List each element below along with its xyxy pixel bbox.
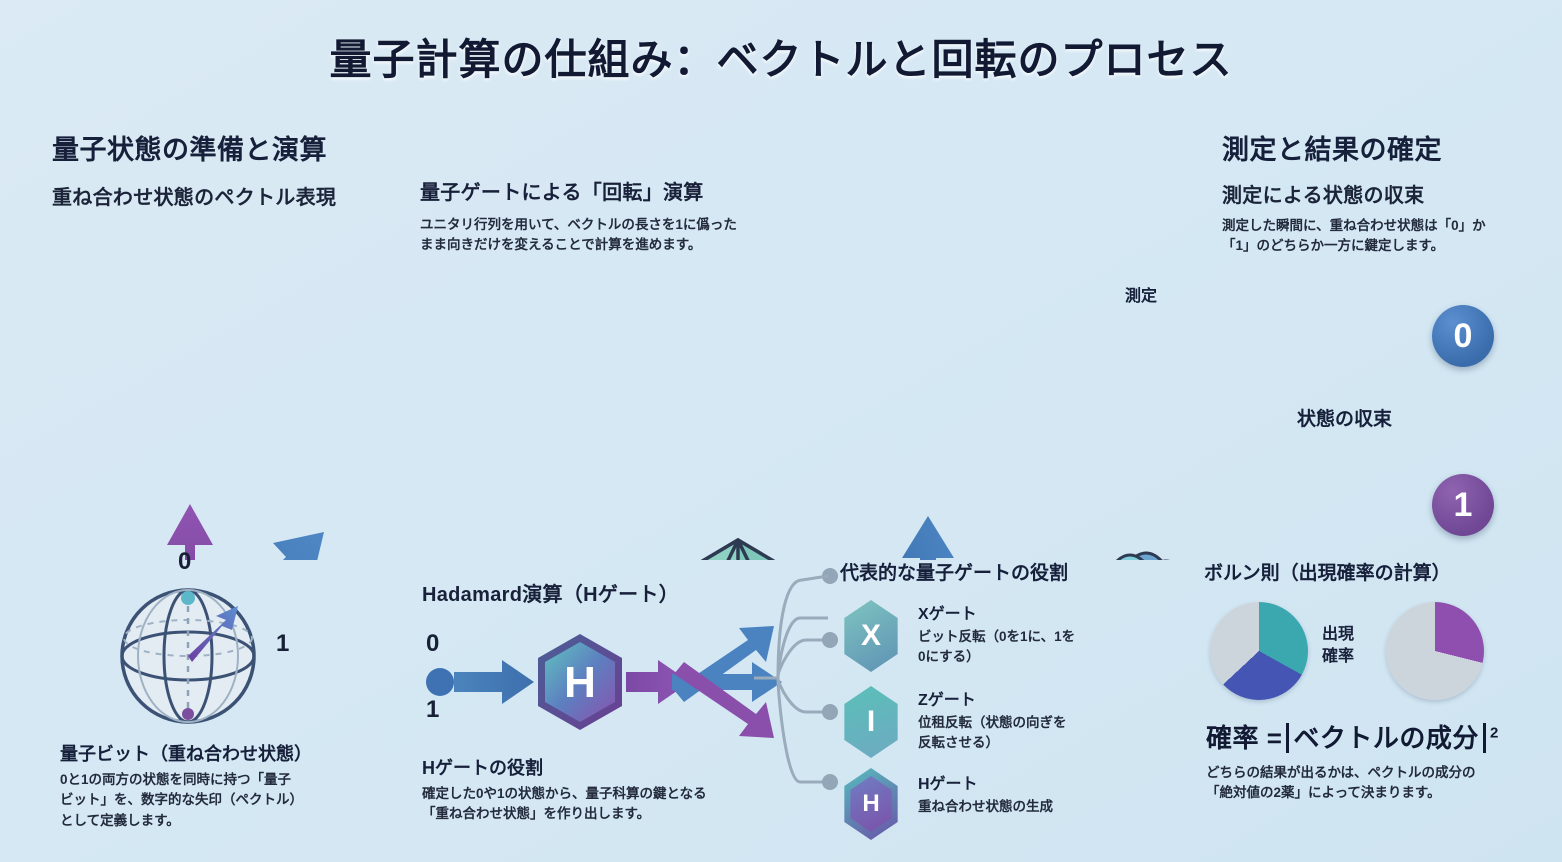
z-gate-name: Zゲート [918, 692, 976, 709]
center-section-body-line1: ユニタリ行列を用いて、ベクトルの長さを1に僞った [420, 217, 737, 232]
x-gate-desc-line1: ビット反転（0を1に、1を [918, 629, 1076, 644]
born-body-line2: 「絶対値の2薬」によって決まります。 [1206, 785, 1441, 801]
z-gate-desc-line1: 位租反転（状態の向ぎを [918, 715, 1067, 730]
qubit-card-heading: 量子ビット（重ね合わせ状態） [60, 744, 312, 764]
born-rule-formula: 確率 = ベクトルの成分 2 [1206, 718, 1499, 755]
z-gate-hex-icon: I [844, 686, 898, 758]
branch-arrow-up [902, 516, 954, 560]
hadamard-role-line2: 「重ね合わせ状態」を作り出します。 [422, 806, 651, 822]
h-gate-desc-line1: 重ね合わせ状態の生成 [918, 799, 1053, 814]
state-collapse-label: 状態の収束 [1297, 409, 1393, 430]
center-section-header: 量子ゲートによる「回転」演算 ユニタリ行列を用いて、ベクトルの長さを1に僞った … [420, 176, 737, 256]
formula-bar-right [1482, 723, 1486, 753]
h-gate-name: Hゲート [918, 776, 978, 793]
left-section-header: 量子状態の準備と演算 重ね合わせ状態のペクトル表現 [52, 128, 336, 210]
sphere-right-label: 1 [276, 630, 290, 657]
center-section-heading: 量子ゲートによる「回転」演算 [420, 182, 704, 204]
h-gate-hex-outer: H [844, 768, 898, 840]
qubit-body-line1: 0と1の両方の状態を同時に持つ「量子 [60, 772, 292, 787]
state-vector-up-arrow [167, 504, 213, 560]
gate-roles-heading: 代表的な量子ゲートの役割 [840, 563, 1069, 584]
left-section-subheading: 重ね合わせ状態のペクトル表現 [52, 187, 337, 209]
h-gate-hex-icon: H [850, 776, 892, 832]
hadamard-heading: Hadamard演算（Hゲート） [422, 584, 680, 606]
main-flow-diagram [167, 504, 1170, 560]
formula-exponent: 2 [1489, 724, 1499, 742]
left-section-heading: 量子状態の準備と演算 [52, 135, 327, 165]
hadamard-role-heading: Hゲートの役割 [422, 758, 543, 778]
gate-roles-connector [754, 568, 838, 790]
right-section-header: 測定と結果の確定 測定による状態の収束 測定した瞬間に、重ね合わせ状態は「0」か… [1222, 128, 1486, 257]
hadamard-role-body: 確定した0や1の状態から、量子科算の鍵となる 「重ね合わせ状態」を作り出します。 [422, 784, 782, 825]
x-gate-symbol: X [860, 619, 881, 652]
formula-bar-left [1286, 723, 1290, 753]
hadamard-flow-diagram: H [426, 626, 782, 738]
outcome-zero-badge: 0 [1432, 305, 1494, 367]
page-title: 量子計算の仕組み：ベクトルと回転のプロセス [329, 36, 1233, 83]
pie-label-line1: 出現 [1322, 626, 1355, 643]
x-gate-desc-line2: 0にする） [918, 649, 980, 665]
right-section-subheading: 測定による状態の収束 [1222, 185, 1425, 207]
right-section-body-line2: 「1」のどちらか一方に鍵定します。 [1222, 238, 1445, 254]
formula-inner: ベクトルの成分 [1293, 723, 1479, 753]
pie-center-label: 出現 確率 [1322, 624, 1354, 667]
hadamard-input-top-label: 0 [426, 630, 440, 657]
qubit-body-line2: ビット」を、数字的な失印（ペクトル） [60, 792, 303, 808]
x-gate-hex-icon: X [844, 600, 898, 672]
pie-label-line2: 確率 [1322, 647, 1355, 665]
qubit-card-body: 0と1の両方の状態を同時に持つ「量子 ビット」を、数字的な失印（ペクトル） とし… [60, 770, 360, 831]
born-rule-body: どちらの結果が出るかは、ペクトルの成分の 「絶対値の2薬」によって決まります。 [1206, 763, 1536, 804]
x-gate-name: Xゲート [918, 606, 977, 623]
bloch-sphere-icon [120, 588, 256, 724]
pie-chart-right [1386, 602, 1484, 700]
born-body-line1: どちらの結果が出るかは、ペクトルの成分の [1206, 765, 1476, 780]
gate-role-item-z: I Zゲート 位租反転（状態の向ぎを 反転させる） [840, 686, 1120, 762]
measurement-funnel-icon [1115, 551, 1170, 560]
formula-lhs: 確率 = [1206, 723, 1283, 753]
sphere-top-label: 0 [178, 548, 192, 575]
born-rule-panel: ボルン則（出現確率の計算） 出現 確率 確率 = ベクトルの成分 2 どちらの結果が… [1200, 558, 1530, 800]
h-gate-symbol: H [862, 790, 880, 817]
qubit-body-line3: として定義します。 [60, 812, 180, 828]
pie-chart-left [1210, 602, 1308, 700]
hadamard-gate-letter: H [564, 658, 596, 707]
z-gate-desc-line2: 反転させる） [918, 735, 999, 751]
z-gate-symbol: I [866, 705, 876, 738]
right-section-body-line1: 測定した瞬間に、重ね合わせ状態は「0」か [1222, 218, 1486, 233]
gate-role-item-h: H Hゲート 重ね合わせ状態の生成 [840, 768, 1120, 844]
born-rule-heading: ボルン則（出現確率の計算） [1204, 563, 1451, 584]
hadamard-input-bottom-label: 1 [426, 696, 440, 723]
quantum-state-crystal-icon [700, 538, 776, 560]
measurement-label: 測定 [1125, 288, 1158, 305]
center-section-body-line2: まま向きだけを変えることで計算を進めます。 [420, 237, 702, 253]
outcome-one-badge: 1 [1432, 474, 1494, 536]
gate-roles-panel: 代表的な量子ゲートの役割 X Xゲート ビット反転（0を1に、1を 0にする） … [840, 558, 1120, 840]
right-section-heading: 測定と結果の確定 [1222, 135, 1442, 165]
hadamard-role-line1: 確定した0や1の状態から、量子科算の鍵となる [422, 786, 707, 801]
state-vector-diagonal-arrow [273, 532, 324, 560]
hadamard-card: Hadamard演算（Hゲート） 0 1 [422, 578, 782, 821]
superposition-arrows [902, 516, 954, 560]
gate-role-item-x: X Xゲート ビット反転（0を1に、1を 0にする） [840, 600, 1120, 676]
